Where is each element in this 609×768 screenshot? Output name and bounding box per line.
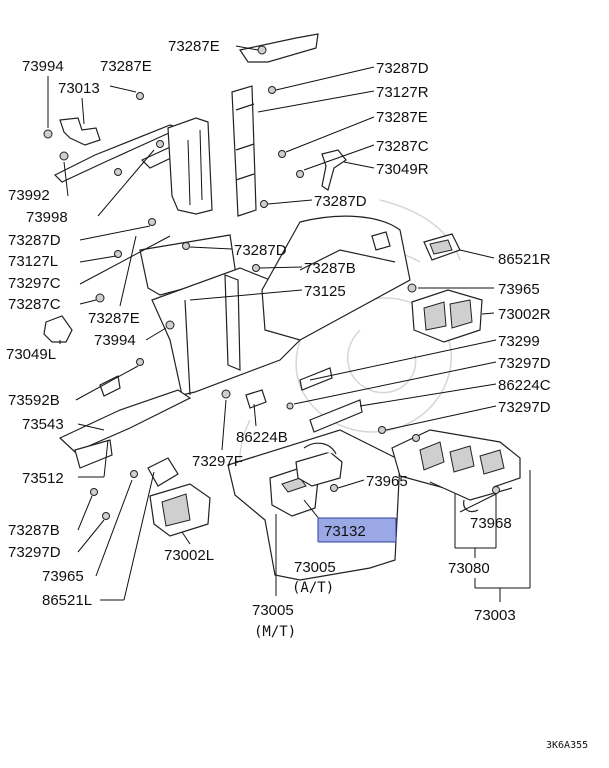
label-73287B-bot: 73287B — [8, 522, 60, 539]
label-73994-mid: 73994 — [94, 332, 136, 349]
label-73287E-tr: 73287E — [376, 109, 428, 126]
label-73998: 73998 — [26, 209, 68, 226]
label-73287E-top: 73287E — [168, 38, 220, 55]
label-73049L: 73049L — [6, 346, 56, 363]
label-73299: 73299 — [498, 333, 540, 350]
label-73287B-center: 73287B — [304, 260, 356, 277]
label-73287D-left: 73287D — [8, 232, 61, 249]
label-73287D-tr: 73287D — [376, 60, 429, 77]
caption-at: (A/T) — [292, 580, 334, 596]
label-86521R: 86521R — [498, 251, 551, 268]
label-73287E-tl: 73287E — [100, 58, 152, 75]
label-73132: 73132 — [324, 523, 366, 540]
label-73125: 73125 — [304, 283, 346, 300]
label-73005-at: 73005 — [294, 559, 336, 576]
label-73297D-r2: 73297D — [498, 399, 551, 416]
highlight-73132 — [317, 517, 397, 543]
label-86224C: 86224C — [498, 377, 551, 394]
label-73965-left: 73965 — [42, 568, 84, 585]
label-73287D-r2: 73287D — [314, 193, 367, 210]
label-73992: 73992 — [8, 187, 50, 204]
label-73968: 73968 — [470, 515, 512, 532]
label-73297F: 73297F — [192, 453, 243, 470]
part-labels: 73287E 73994 73287E 73013 73992 73998 73… — [6, 38, 588, 751]
label-73287C-left: 73287C — [8, 296, 61, 313]
label-73127L: 73127L — [8, 253, 58, 270]
label-73049R: 73049R — [376, 161, 429, 178]
leader-lines — [47, 45, 531, 602]
label-73005-mt: 73005 — [252, 602, 294, 619]
label-73287C-tr: 73287C — [376, 138, 429, 155]
label-73287E-mid: 73287E — [88, 310, 140, 327]
fasteners — [43, 45, 500, 520]
label-73592B: 73592B — [8, 392, 60, 409]
vents — [147, 233, 483, 537]
label-73994-tl: 73994 — [22, 58, 64, 75]
label-73287D-center: 73287D — [234, 242, 287, 259]
label-73127R: 73127R — [376, 84, 429, 101]
label-73543: 73543 — [22, 416, 64, 433]
left-duct-assembly — [43, 117, 301, 469]
label-73002R: 73002R — [498, 306, 551, 323]
label-73013: 73013 — [58, 80, 100, 97]
upper-bracket-assembly — [231, 33, 347, 217]
label-86224B: 86224B — [236, 429, 288, 446]
drawing-code: 3K6A355 — [546, 740, 588, 751]
label-73297D-r1: 73297D — [498, 355, 551, 372]
label-73512: 73512 — [22, 470, 64, 487]
label-73297C: 73297C — [8, 275, 61, 292]
label-73965-br: 73965 — [366, 473, 408, 490]
label-86521L: 86521L — [42, 592, 92, 609]
caption-mt: (M/T) — [254, 624, 296, 640]
label-73003: 73003 — [474, 607, 516, 624]
label-73965-r: 73965 — [498, 281, 540, 298]
label-73080: 73080 — [448, 560, 490, 577]
label-73002L: 73002L — [164, 547, 214, 564]
label-73297D-bot: 73297D — [8, 544, 61, 561]
center-console-parts — [269, 429, 521, 517]
